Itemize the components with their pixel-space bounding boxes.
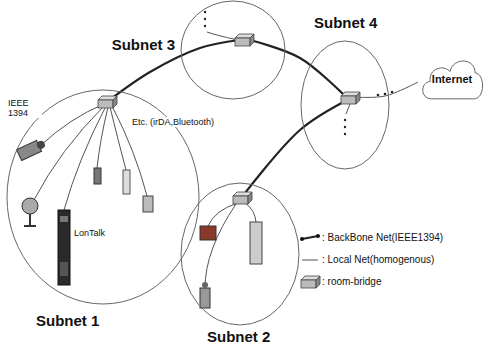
local-net-line <box>110 107 126 170</box>
local-net-line <box>40 104 104 146</box>
device-body <box>200 288 210 308</box>
device-label: LonTalk <box>74 228 105 238</box>
dot <box>391 91 394 94</box>
device-label: IEEE 1394 <box>8 98 42 118</box>
ellipsis-dots <box>377 91 394 97</box>
subnet-ellipse <box>181 1 285 99</box>
subnet-title: Subnet 1 <box>34 312 101 329</box>
subnet-region: Subnet 4 <box>300 40 390 170</box>
room-bridge-sample <box>301 276 320 288</box>
local-net-lines <box>34 32 350 288</box>
backbone-sample-dot <box>316 234 320 238</box>
subnet-outline <box>180 182 300 326</box>
dot <box>344 133 346 135</box>
subnet-title: Subnet 4 <box>312 14 379 31</box>
subnet-ellipse <box>301 41 389 169</box>
figure-device <box>200 282 210 308</box>
subnet-outline <box>180 0 286 100</box>
small-device <box>143 196 153 212</box>
local-net-line <box>245 203 256 222</box>
room-bridge-icon <box>233 192 252 204</box>
dot <box>204 25 206 27</box>
device-foot <box>24 225 36 227</box>
cloud-label: Internet <box>432 73 472 86</box>
dot <box>377 94 380 97</box>
local-net-line <box>207 32 238 40</box>
backbone-link <box>242 100 347 197</box>
cloud-shape <box>423 61 483 99</box>
device <box>200 226 216 240</box>
lontalk-device <box>58 210 70 285</box>
dot <box>204 18 206 20</box>
round-device <box>22 198 38 226</box>
room-bridge-icon <box>98 96 117 108</box>
local-net-line <box>208 203 238 226</box>
legend-text: : room-bridge <box>322 276 381 288</box>
pen-device <box>123 170 130 194</box>
backbone-link <box>250 40 345 96</box>
backbone-sample-dot <box>300 237 304 241</box>
subnet-region: Subnet 3 <box>180 0 286 100</box>
legend-text: : Local Net(homogenous) <box>322 254 434 266</box>
subnet-title: Subnet 2 <box>205 328 272 345</box>
device-body <box>58 210 70 285</box>
subnet-region: Subnet 2 <box>180 182 300 326</box>
device-head <box>202 282 208 288</box>
subnet-ellipse <box>181 183 299 325</box>
dot <box>204 11 206 13</box>
local-net-sample <box>302 260 318 261</box>
room-bridge-icon <box>341 92 360 104</box>
dot <box>344 126 346 128</box>
local-net-line <box>97 107 108 168</box>
device-head <box>22 198 38 214</box>
legend-samples <box>300 234 320 288</box>
subnet-title: Subnet 3 <box>110 36 177 53</box>
tall-device <box>250 222 262 264</box>
dot <box>344 119 346 121</box>
local-net-line <box>205 204 236 288</box>
dot <box>384 93 387 96</box>
local-net-line <box>34 106 104 200</box>
legend-text: : BackBone Net(IEEE1394) <box>322 232 443 244</box>
backbone-sample <box>302 236 318 239</box>
camera-lens <box>36 140 47 151</box>
device-label: Etc. (irDA,Bluetooth) <box>132 117 216 127</box>
device-panel <box>60 216 68 222</box>
small-device <box>94 168 101 184</box>
device-panel <box>60 262 68 276</box>
device-stand <box>29 214 31 226</box>
internet-cloud: Internet <box>418 48 486 110</box>
local-net-line <box>346 104 350 114</box>
subnet-outline <box>300 40 390 170</box>
room-bridge-icon <box>235 34 254 46</box>
local-net-line <box>64 106 106 210</box>
